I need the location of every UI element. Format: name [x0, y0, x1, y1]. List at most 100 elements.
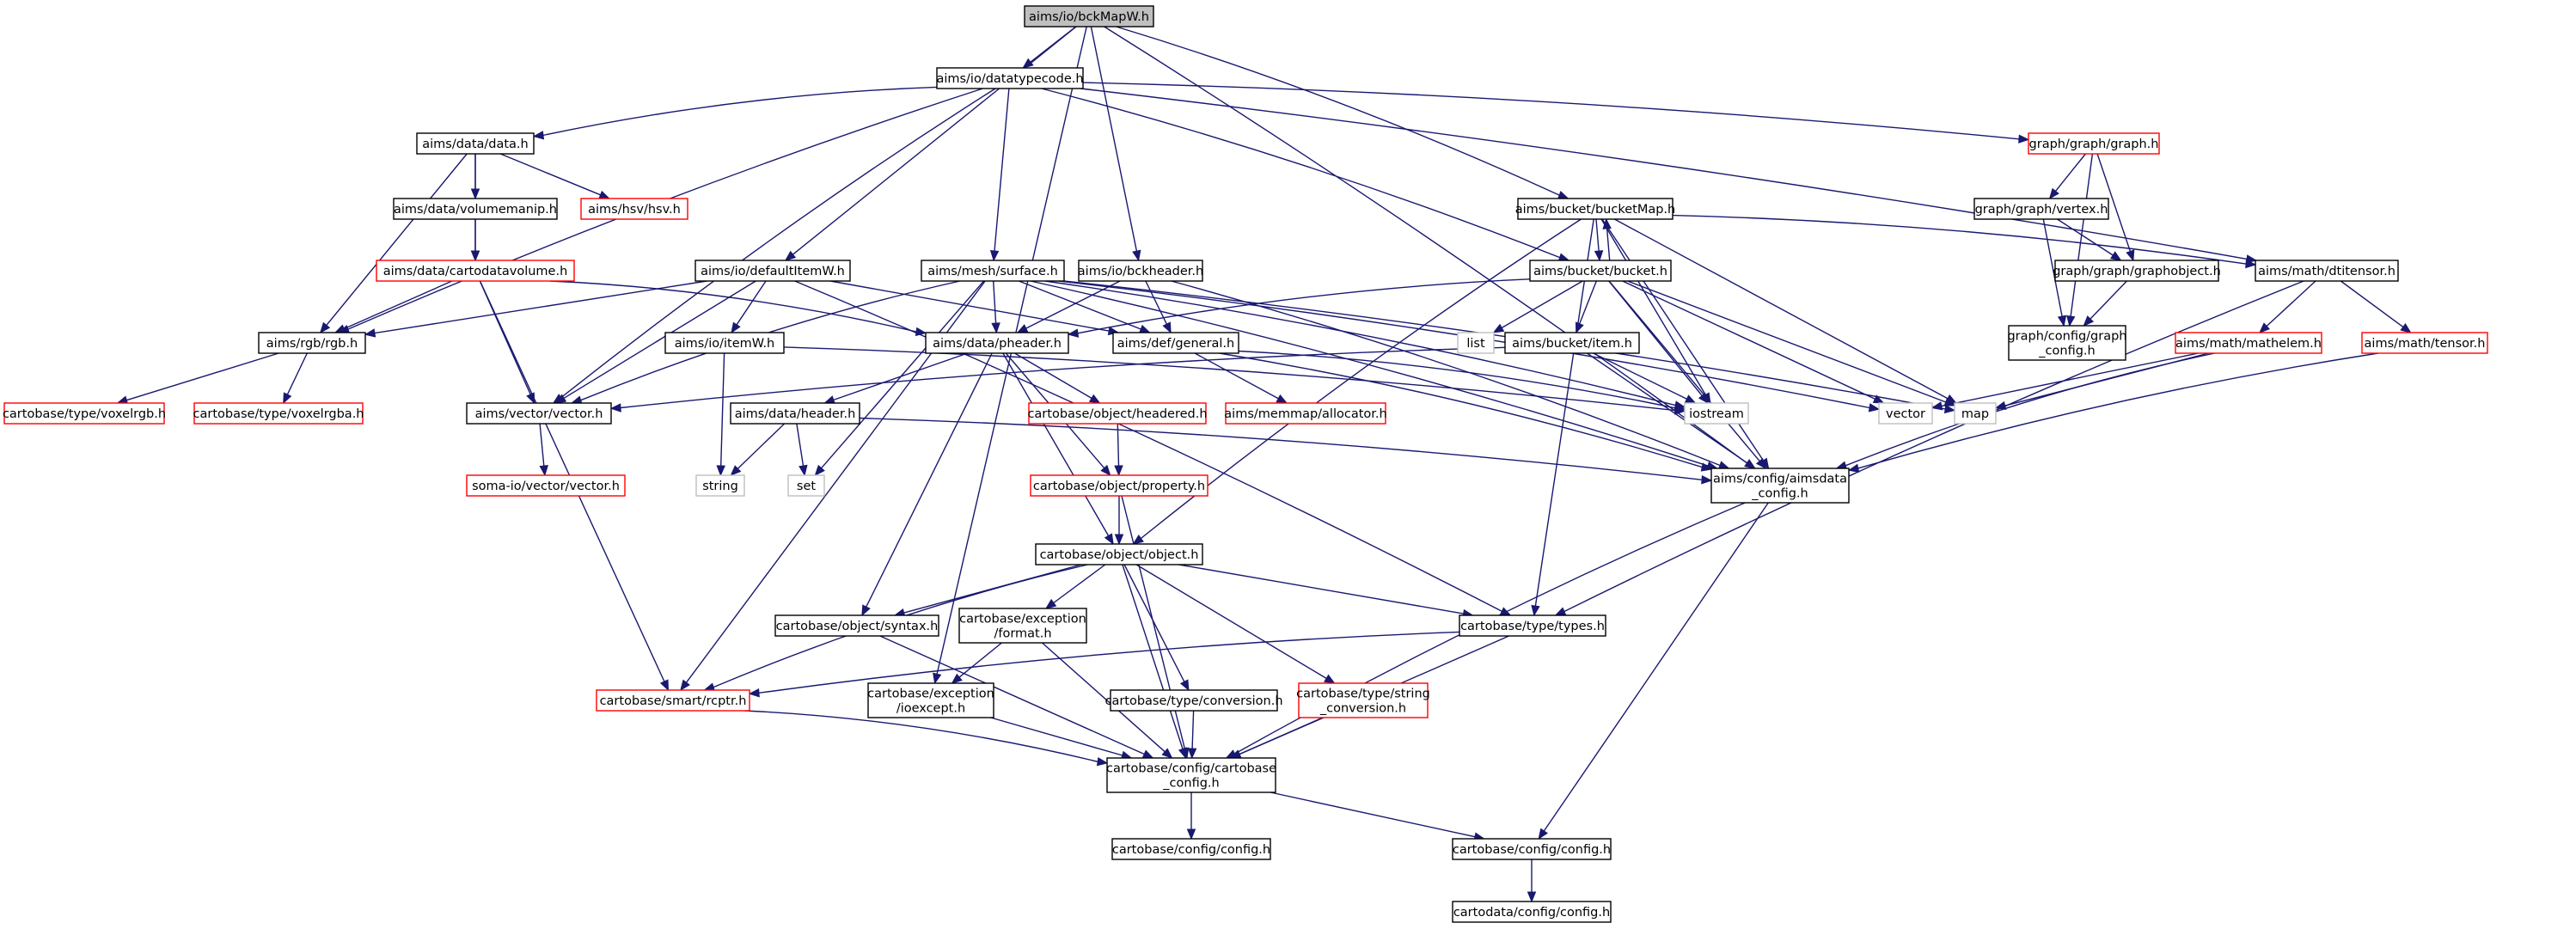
edge-bckMapW-to-bucketMap	[1116, 26, 1569, 199]
node-headered[interactable]: cartobase/object/headered.h	[1027, 402, 1208, 425]
edge-vertex-to-graphobject	[2057, 218, 2122, 261]
edge-dataheader-to-aimsdataconfig	[859, 417, 1713, 485]
node-property[interactable]: cartobase/object/property.h	[1030, 474, 1208, 497]
edge-bucketMap-to-iostream	[1600, 218, 1711, 405]
node-label: map	[1961, 407, 1989, 421]
node-object[interactable]: cartobase/object/object.h	[1035, 543, 1203, 565]
node-label: aims/hsv/hsv.h	[588, 203, 681, 217]
edge-pheader-to-headered	[1014, 352, 1101, 404]
node-format[interactable]: cartobase/exception/format.h	[958, 608, 1087, 644]
node-allocator[interactable]: aims/memmap/allocator.h	[1224, 402, 1387, 425]
edge-bucketMap-to-bucket	[1594, 218, 1604, 262]
edge-graph-to-graphobject	[2096, 153, 2135, 262]
node-configB[interactable]: cartobase/config/config.h	[1452, 838, 1612, 860]
node-types[interactable]: cartobase/type/types.h	[1459, 614, 1606, 637]
node-cartobaseconfig[interactable]: cartobase/config/cartobase_config.h	[1106, 757, 1276, 793]
node-label: cartobase/type/conversion.h	[1104, 694, 1282, 708]
node-rgb[interactable]: aims/rgb/rgb.h	[258, 332, 366, 354]
node-label: aims/memmap/allocator.h	[1224, 407, 1386, 421]
edge-object-to-types	[1178, 564, 1474, 619]
node-bckMapW[interactable]: aims/io/bckMapW.h	[1024, 5, 1154, 28]
node-pheader[interactable]: aims/data/pheader.h	[925, 332, 1069, 354]
edge-bckheader-to-general	[1145, 280, 1172, 334]
node-itemW[interactable]: aims/io/itemW.h	[664, 332, 785, 354]
node-list: list	[1457, 332, 1495, 354]
edge-bucket-to-map	[1627, 280, 1956, 406]
edge-volumemanip-to-cartodatavolume	[470, 219, 480, 262]
edge-aimsdataconfig-to-configB	[1538, 502, 1769, 840]
node-configA[interactable]: cartobase/config/config.h	[1111, 838, 1271, 860]
node-label: _conversion.h	[1319, 702, 1406, 716]
edge-datatypecode-to-graph	[1082, 82, 2030, 144]
node-label: cartobase/object/property.h	[1033, 480, 1205, 493]
edge-data-to-rgb	[319, 153, 468, 334]
node-bckheader[interactable]: aims/io/bckheader.h	[1078, 260, 1203, 282]
edge-bucket-to-bucketMap	[1602, 217, 1612, 261]
node-dataheader[interactable]: aims/data/header.h	[730, 402, 860, 425]
edge-format-to-cartobaseconfig	[1042, 642, 1173, 759]
node-data[interactable]: aims/data/data.h	[416, 132, 535, 155]
edge-item-to-iostream	[1593, 352, 1697, 404]
edge-defaultItemW-to-general	[829, 280, 1120, 336]
edge-tensor-to-aimsdataconfig	[1847, 352, 2378, 473]
edge-mathelem-to-vector	[1930, 352, 2199, 411]
node-surface[interactable]: aims/mesh/surface.h	[921, 260, 1065, 282]
node-cartodataconfig[interactable]: cartodata/config/config.h	[1452, 901, 1612, 923]
node-label: aims/bucket/bucket.h	[1533, 265, 1667, 278]
edge-rgb-to-voxelrgba	[283, 352, 308, 405]
node-label: aims/def/general.h	[1117, 337, 1235, 351]
node-label: /ioexcept.h	[896, 702, 965, 716]
node-item[interactable]: aims/bucket/item.h	[1504, 332, 1640, 354]
edge-vertex-to-graphconfig	[2042, 218, 2067, 327]
node-label: aims/bucket/bucketMap.h	[1515, 203, 1675, 217]
edge-bckMapW-to-aimsdataconfig	[1104, 26, 1756, 469]
edge-headered-to-property	[1114, 423, 1123, 477]
node-aimsdataconfig[interactable]: aims/config/aimsdata_config.h	[1710, 468, 1850, 504]
edge-bucket-to-vector	[1622, 280, 1885, 404]
node-label: aims/vector/vector.h	[475, 407, 603, 421]
node-defaultItemW[interactable]: aims/io/defaultItemW.h	[694, 260, 851, 282]
node-label: graph/graph/graphobject.h	[2053, 265, 2221, 278]
edge-object-to-stringconv	[1135, 564, 1336, 684]
node-syntax[interactable]: cartobase/object/syntax.h	[774, 614, 939, 637]
edge-cartobaseconfig-to-configA	[1186, 791, 1196, 840]
node-graphconfig[interactable]: graph/config/graph_config.h	[2007, 325, 2127, 361]
node-graphobject[interactable]: graph/graph/graphobject.h	[2053, 260, 2221, 282]
node-label: soma-io/vector/vector.h	[472, 480, 620, 493]
node-bucketMap[interactable]: aims/bucket/bucketMap.h	[1515, 198, 1675, 220]
node-label: aims/data/pheader.h	[933, 337, 1062, 351]
node-voxelrgba[interactable]: cartobase/type/voxelrgba.h	[193, 402, 364, 425]
edge-bucket-to-pheader	[1067, 278, 1531, 338]
node-mathelem[interactable]: aims/math/mathelem.h	[2175, 332, 2322, 354]
node-tensor[interactable]: aims/math/tensor.h	[2361, 332, 2488, 354]
edge-defaultItemW-to-rgb	[364, 280, 707, 338]
node-ioexcept[interactable]: cartobase/exception/ioexcept.h	[867, 682, 994, 718]
node-label: cartobase/type/string	[1296, 688, 1430, 701]
node-stringconv[interactable]: cartobase/type/string_conversion.h	[1296, 682, 1430, 718]
node-bucket[interactable]: aims/bucket/bucket.h	[1529, 260, 1672, 282]
edge-dtitensor-to-tensor	[2340, 280, 2412, 333]
node-label: aims/config/aimsdata	[1713, 473, 1847, 486]
node-vertex[interactable]: graph/graph/vertex.h	[1973, 198, 2109, 220]
edge-rcptr-to-cartobaseconfig	[744, 710, 1109, 767]
node-vectorh[interactable]: aims/vector/vector.h	[466, 402, 612, 425]
node-general[interactable]: aims/def/general.h	[1112, 332, 1239, 354]
node-graph[interactable]: graph/graph/graph.h	[2028, 132, 2160, 155]
node-datatypecode[interactable]: aims/io/datatypecode.h	[936, 67, 1084, 89]
node-label: aims/mesh/surface.h	[927, 265, 1058, 278]
node-label: vector	[1886, 407, 1925, 421]
edge-property-to-cartobaseconfig	[1121, 495, 1190, 760]
node-dtitensor[interactable]: aims/math/dtitensor.h	[2255, 260, 2399, 282]
node-label: aims/math/mathelem.h	[2175, 337, 2322, 351]
node-label: cartobase/object/headered.h	[1027, 407, 1207, 421]
node-rcptr[interactable]: cartobase/smart/rcptr.h	[596, 689, 750, 712]
node-voxelrgb[interactable]: cartobase/type/voxelrgb.h	[3, 402, 166, 425]
node-somavector[interactable]: soma-io/vector/vector.h	[466, 474, 626, 497]
node-conversion[interactable]: cartobase/type/conversion.h	[1104, 689, 1283, 712]
node-volumemanip[interactable]: aims/data/volumemanip.h	[393, 198, 558, 220]
edge-pheader-to-object	[1002, 352, 1114, 546]
node-hsv[interactable]: aims/hsv/hsv.h	[580, 198, 688, 220]
edge-format-to-ioexcept	[951, 642, 1002, 684]
node-cartodatavolume[interactable]: aims/data/cartodatavolume.h	[376, 260, 575, 282]
edge-bckheader-to-pheader	[1016, 280, 1121, 333]
